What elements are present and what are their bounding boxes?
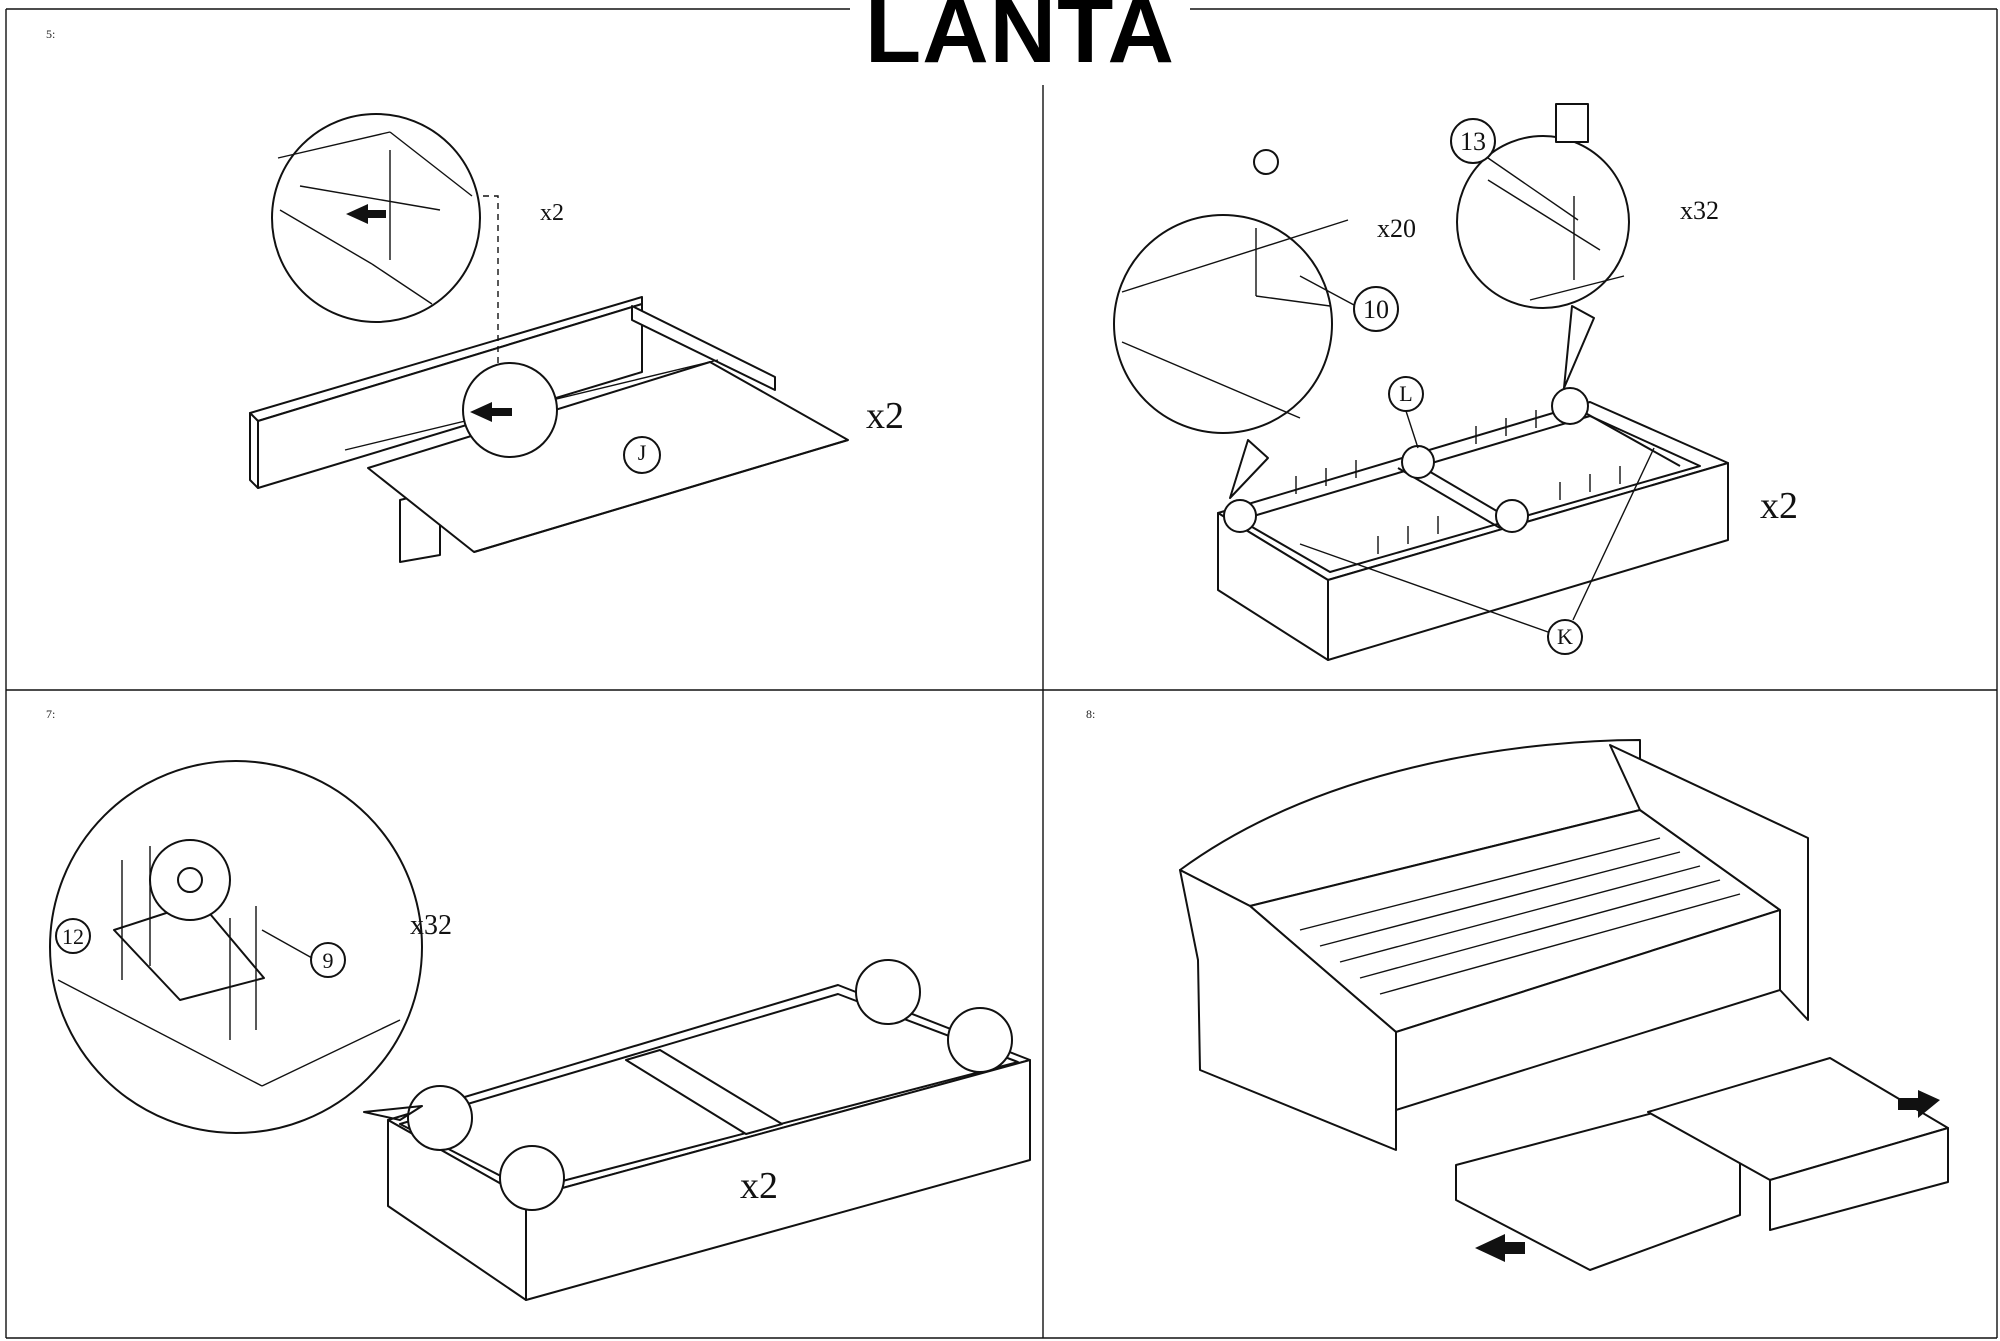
part-label-l: L xyxy=(1399,381,1413,406)
step-6-screw-multiplier: x20 xyxy=(1377,214,1416,243)
page-frame xyxy=(5,8,1998,1339)
step-5-label: 5: xyxy=(46,27,56,41)
step-7-label: 7: xyxy=(46,707,56,721)
caster-part-12: 12 xyxy=(62,924,84,949)
slat-lines xyxy=(1299,837,1741,995)
step-6-multiplier: x2 xyxy=(1760,485,1798,527)
step-5-multiplier: x2 xyxy=(866,395,904,437)
step-7-detail-multiplier: x32 xyxy=(410,910,452,941)
step-6-nail-multiplier: x32 xyxy=(1680,196,1719,225)
step-7-multiplier: x2 xyxy=(740,1165,778,1207)
nail-part-13: 13 xyxy=(1460,127,1486,156)
screw-part-9: 9 xyxy=(322,948,334,973)
step-8-figure xyxy=(1179,739,1949,1271)
nail-row xyxy=(1295,410,1621,554)
step-5-detail-multiplier: x2 xyxy=(540,200,564,226)
part-label-j: J xyxy=(637,440,647,465)
part-label-k: K xyxy=(1557,624,1573,649)
step-6-figure xyxy=(1113,103,1729,661)
step-5-figure xyxy=(249,113,849,563)
step-8-label: 8: xyxy=(1086,707,1096,721)
document-title: LANTA xyxy=(850,0,1190,77)
step-7-figure xyxy=(49,760,1031,1301)
screw-part-10: 10 xyxy=(1363,295,1389,324)
